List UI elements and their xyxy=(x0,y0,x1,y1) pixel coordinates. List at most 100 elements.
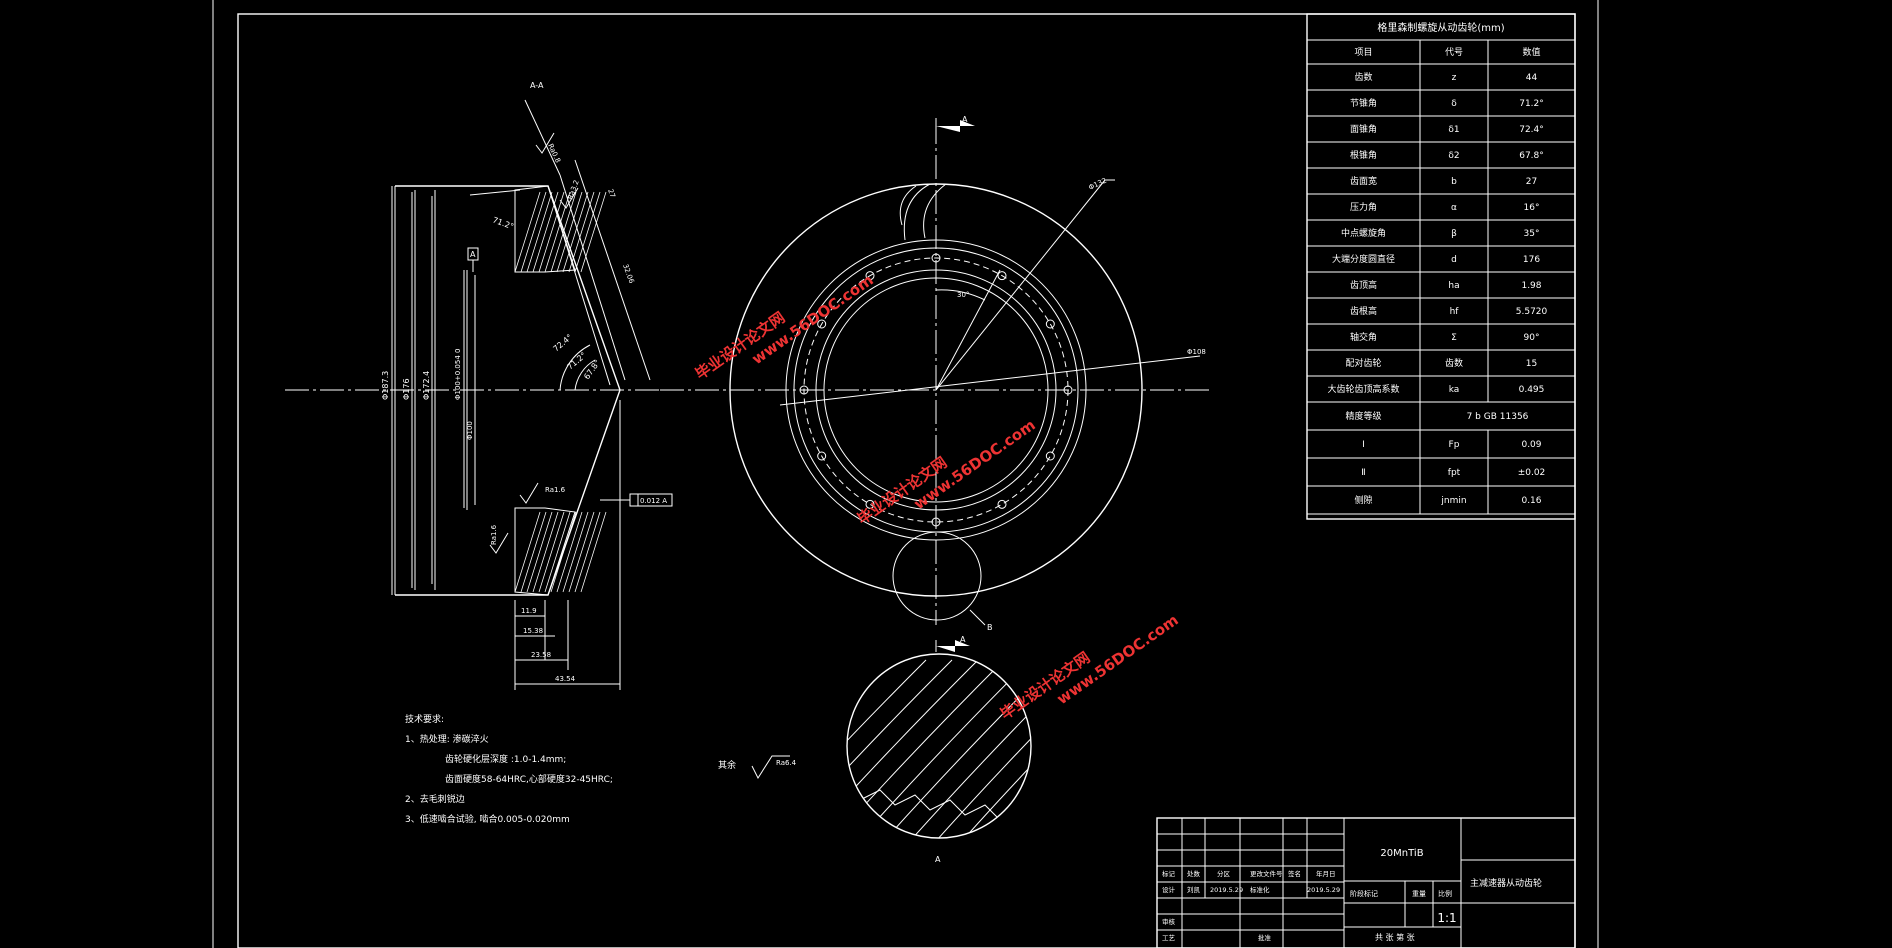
tb-date-header: 年月日 xyxy=(1316,869,1336,878)
detail-tooth-curve xyxy=(847,659,927,838)
part-name-text: 主减速器从动齿轮 xyxy=(1470,877,1542,889)
face-cone-line xyxy=(559,174,626,381)
table-cell: 精度等级 xyxy=(1345,410,1381,422)
tb-zone: 分区 xyxy=(1217,869,1231,878)
tooth-trace-1 xyxy=(903,183,931,241)
dim-l3-text: 23.58 xyxy=(531,651,551,659)
roughness-text-4: Ra1.6 xyxy=(490,524,498,545)
stage-label: 阶段标记 xyxy=(1350,889,1378,898)
table-cell: 27 xyxy=(1526,177,1537,187)
hatch-line xyxy=(538,191,565,273)
table-cell: Σ xyxy=(1451,333,1457,343)
upper-hatch-region xyxy=(514,185,576,273)
table-cell: 配对齿轮 xyxy=(1345,357,1381,369)
inner-circle-1 xyxy=(815,269,1057,511)
table-cell: 根锥角 xyxy=(1350,149,1377,161)
tb-date-2: 2019.5.29 xyxy=(1307,886,1340,894)
gear-outer-circle xyxy=(729,183,1143,597)
bolt-hole xyxy=(799,385,809,395)
note-line-3: 齿面硬度58-64HRC,心部硬度32-45HRC; xyxy=(445,773,613,785)
section-arrow-top xyxy=(936,120,975,132)
angle-arc-1 xyxy=(559,344,591,391)
angle-leader-30 xyxy=(935,269,1001,391)
table-cell: 侧隙 xyxy=(1354,494,1372,506)
lower-hatching xyxy=(514,511,607,593)
hatch-line xyxy=(514,511,541,593)
tb-change-doc: 更改文件号 xyxy=(1250,869,1283,878)
section-view: A-A Φ187.3 Φ xyxy=(285,81,673,690)
table-cell: 面锥角 xyxy=(1350,123,1377,135)
tb-approve: 批准 xyxy=(1258,933,1272,942)
rest-roughness-symbol xyxy=(751,755,790,780)
table-cell: z xyxy=(1452,73,1457,83)
bolt-hole xyxy=(865,271,875,281)
dim-d2-text: Φ176 xyxy=(402,378,411,400)
detail-b-leader xyxy=(969,609,986,626)
table-cell: δ xyxy=(1451,99,1457,109)
datum-text: A xyxy=(470,250,476,259)
detail-view: A xyxy=(846,653,1032,864)
upper-hatching xyxy=(514,191,607,273)
bolt-hole xyxy=(817,319,827,329)
hatch-line xyxy=(532,191,559,273)
hatch-line xyxy=(562,191,589,273)
hatch-line xyxy=(544,511,571,593)
table-cell: b xyxy=(1451,177,1457,187)
watermark-1: 毕业设计论文网 www.56DOC.com xyxy=(692,271,877,383)
title-block: 20MnTiB 主减速器从动齿轮 1:1 阶段标记 重量 比例 共 张 第 张 … xyxy=(1156,817,1576,948)
table-cell: 齿数 xyxy=(1354,71,1372,83)
table-cell: 16° xyxy=(1524,203,1540,213)
rest-roughness-text: Ra6.4 xyxy=(776,759,797,767)
detail-tooth-curve xyxy=(901,659,1031,838)
material-text: 20MnTiB xyxy=(1380,848,1423,859)
detail-tooth-curve xyxy=(847,659,953,838)
watermark-2: 毕业设计论文网 www.56DOC.com xyxy=(854,416,1039,528)
table-cell: δ2 xyxy=(1448,151,1459,161)
bolt-hole xyxy=(997,271,1007,281)
table-cell: 齿数 xyxy=(1445,357,1463,369)
hatch-line xyxy=(520,191,547,273)
table-cell: 中点螺旋角 xyxy=(1341,227,1386,239)
table-cell: 176 xyxy=(1523,255,1540,265)
dim-d3-text: Φ172.4 xyxy=(422,371,431,400)
table-header-cell: 数值 xyxy=(1522,46,1540,58)
detail-tooth-curve xyxy=(847,659,1005,838)
bore-circle xyxy=(823,277,1049,503)
roughness-symbol-3 xyxy=(519,482,539,504)
pitch-cone-line xyxy=(547,185,611,386)
roughness-symbol-4 xyxy=(489,532,509,554)
dim-d1-text: Φ187.3 xyxy=(381,371,390,400)
table-cell: 72.4° xyxy=(1519,125,1544,135)
table-cell: 0.495 xyxy=(1519,385,1545,395)
hatch-line xyxy=(568,511,595,593)
hatch-line xyxy=(544,191,571,273)
sheet-info-text: 共 张 第 张 xyxy=(1375,932,1415,942)
bolt-hole xyxy=(931,517,941,527)
notes-title: 技术要求: xyxy=(405,713,444,725)
note-line-4: 2、去毛刺锐边 xyxy=(405,793,465,805)
hatch-line xyxy=(514,191,541,273)
parameter-table-border xyxy=(1306,13,1576,520)
detail-tooth-lines xyxy=(847,659,1031,838)
table-cell: 大齿轮齿顶高系数 xyxy=(1327,383,1399,395)
dim-l5-text: 32.06 xyxy=(621,263,636,285)
tb-mark: 标记 xyxy=(1162,869,1176,878)
lower-hatch-region xyxy=(514,507,576,596)
note-line-1: 1、热处理: 渗碳淬火 xyxy=(405,733,489,745)
table-cell: 齿顶高 xyxy=(1350,279,1377,291)
tb-sign: 签名 xyxy=(1288,869,1301,878)
hatch-line xyxy=(562,511,589,593)
section-label: A-A xyxy=(530,81,544,90)
table-cell: 轴交角 xyxy=(1350,331,1377,343)
table-cell: ha xyxy=(1448,281,1459,291)
angle-text-2: 72.4° xyxy=(552,333,574,354)
cone-extension xyxy=(524,99,561,176)
scale-text: 1:1 xyxy=(1437,911,1456,925)
param-table-title: 格里森制螺旋从动齿轮(mm) xyxy=(1377,21,1504,34)
section-arrow-bottom xyxy=(936,640,970,652)
hatch-line xyxy=(556,511,583,593)
angle-text-1: 71.2° xyxy=(491,215,515,231)
detail-profile-line xyxy=(859,789,1001,821)
